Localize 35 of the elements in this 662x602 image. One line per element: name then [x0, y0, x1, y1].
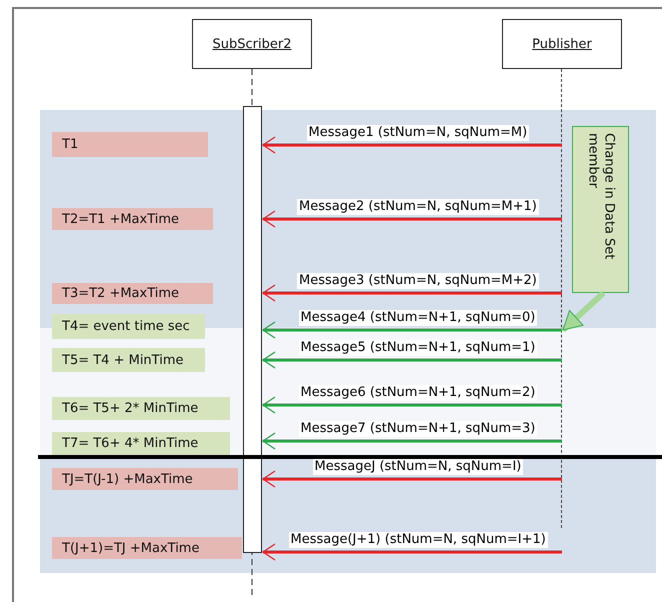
- edge-label: Message2 (stNum=N, sqNum=M+1): [297, 199, 539, 215]
- time-formula: T4= event time sec: [62, 319, 190, 334]
- edge-label: Message3 (stNum=N, sqNum=M+2): [297, 273, 539, 289]
- time-label: [52, 208, 213, 230]
- edge-label: Message7 (stNum=N+1, sqNum=3): [298, 421, 538, 437]
- activation-bar: [243, 106, 262, 553]
- time-formula: T5= T4 + MinTime: [62, 352, 184, 368]
- time-label: [52, 283, 213, 304]
- lifeline: [561, 69, 563, 528]
- edge-label: Message1 (stNum=N, sqNum=M): [306, 125, 530, 141]
- time-label: [52, 397, 230, 420]
- note-box: [572, 126, 629, 293]
- time-formula: T3=T2 +MaxTime: [62, 286, 180, 301]
- time-formula: T2=T1 +MaxTime: [62, 212, 180, 226]
- time-label: [52, 132, 208, 157]
- edge-label: Message4 (stNum=N+1, sqNum=0): [298, 310, 538, 326]
- edge-label: Message6 (stNum=N+1, sqNum=2): [298, 385, 538, 401]
- actor-box: [502, 19, 622, 69]
- time-label: [52, 537, 242, 559]
- time-label: [52, 314, 205, 339]
- time-formula: TJ=T(J-1) +MaxTime: [62, 472, 193, 486]
- time-label: [52, 432, 230, 455]
- time-formula: T1: [62, 137, 78, 152]
- time-label: [52, 348, 205, 372]
- note-text: Change in Data Set member: [584, 133, 616, 262]
- time-formula: T6= T5+ 2* MinTime: [62, 401, 198, 416]
- time-formula: T7= T6+ 4* MinTime: [62, 436, 198, 451]
- actor-name: Publisher: [532, 36, 592, 52]
- time-label: [52, 468, 238, 490]
- edge-label: Message(J+1) (stNum=N, sqNum=I+1): [288, 532, 548, 548]
- actor-name: SubScriber2: [212, 36, 292, 52]
- time-formula: T(J+1)=TJ +MaxTime: [62, 540, 200, 556]
- actor-box: [192, 19, 312, 69]
- edge-label: MessageJ (stNum=N, sqNum=I): [312, 459, 524, 475]
- edge-label: Message5 (stNum=N+1, sqNum=1): [298, 340, 538, 356]
